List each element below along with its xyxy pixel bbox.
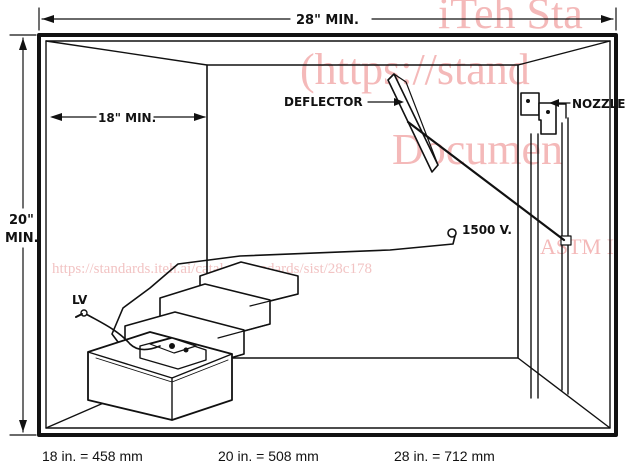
watermark-url: https://standards.iteh.ai/catalog/standa… [52,261,372,277]
nozzle-assembly [520,92,572,399]
conversion-28in: 28 in. = 712 mm [394,448,495,464]
height-dimension: 20" MIN. [5,34,39,436]
watermark: iTeh Sta (https://stand Documen ASTM I h… [52,0,614,277]
height-label-min: MIN. [5,231,39,246]
width-dimension: 28" MIN. [38,7,617,31]
high-voltage-lead: 1500 V. [111,120,566,343]
conversion-18in: 18 in. = 458 mm [42,448,143,464]
width-label: 28" MIN. [296,13,359,28]
depth-label: 18" MIN. [98,111,156,125]
deflector-label: DEFLECTOR [284,95,363,109]
conversion-20in: 20 in. = 508 mm [218,448,319,464]
high-voltage-label: 1500 V. [462,223,512,237]
cabinet-outline [37,33,618,437]
unit-conversions: 18 in. = 458 mm 20 in. = 508 mm 28 in. =… [42,448,495,464]
nozzle-label: NOZZLE [572,97,626,111]
height-label-value: 20" [9,213,34,228]
watermark-line-4: ASTM I [540,234,614,259]
deflector-callout: DEFLECTOR [284,95,404,109]
depth-dimension: 18" MIN. [50,111,206,125]
specimen-base [87,331,233,421]
low-voltage-lead: LV [72,293,161,351]
watermark-line-2: (https://stand [300,45,530,94]
nozzle-callout: NOZZLE [549,97,626,111]
low-voltage-label: LV [72,293,88,307]
